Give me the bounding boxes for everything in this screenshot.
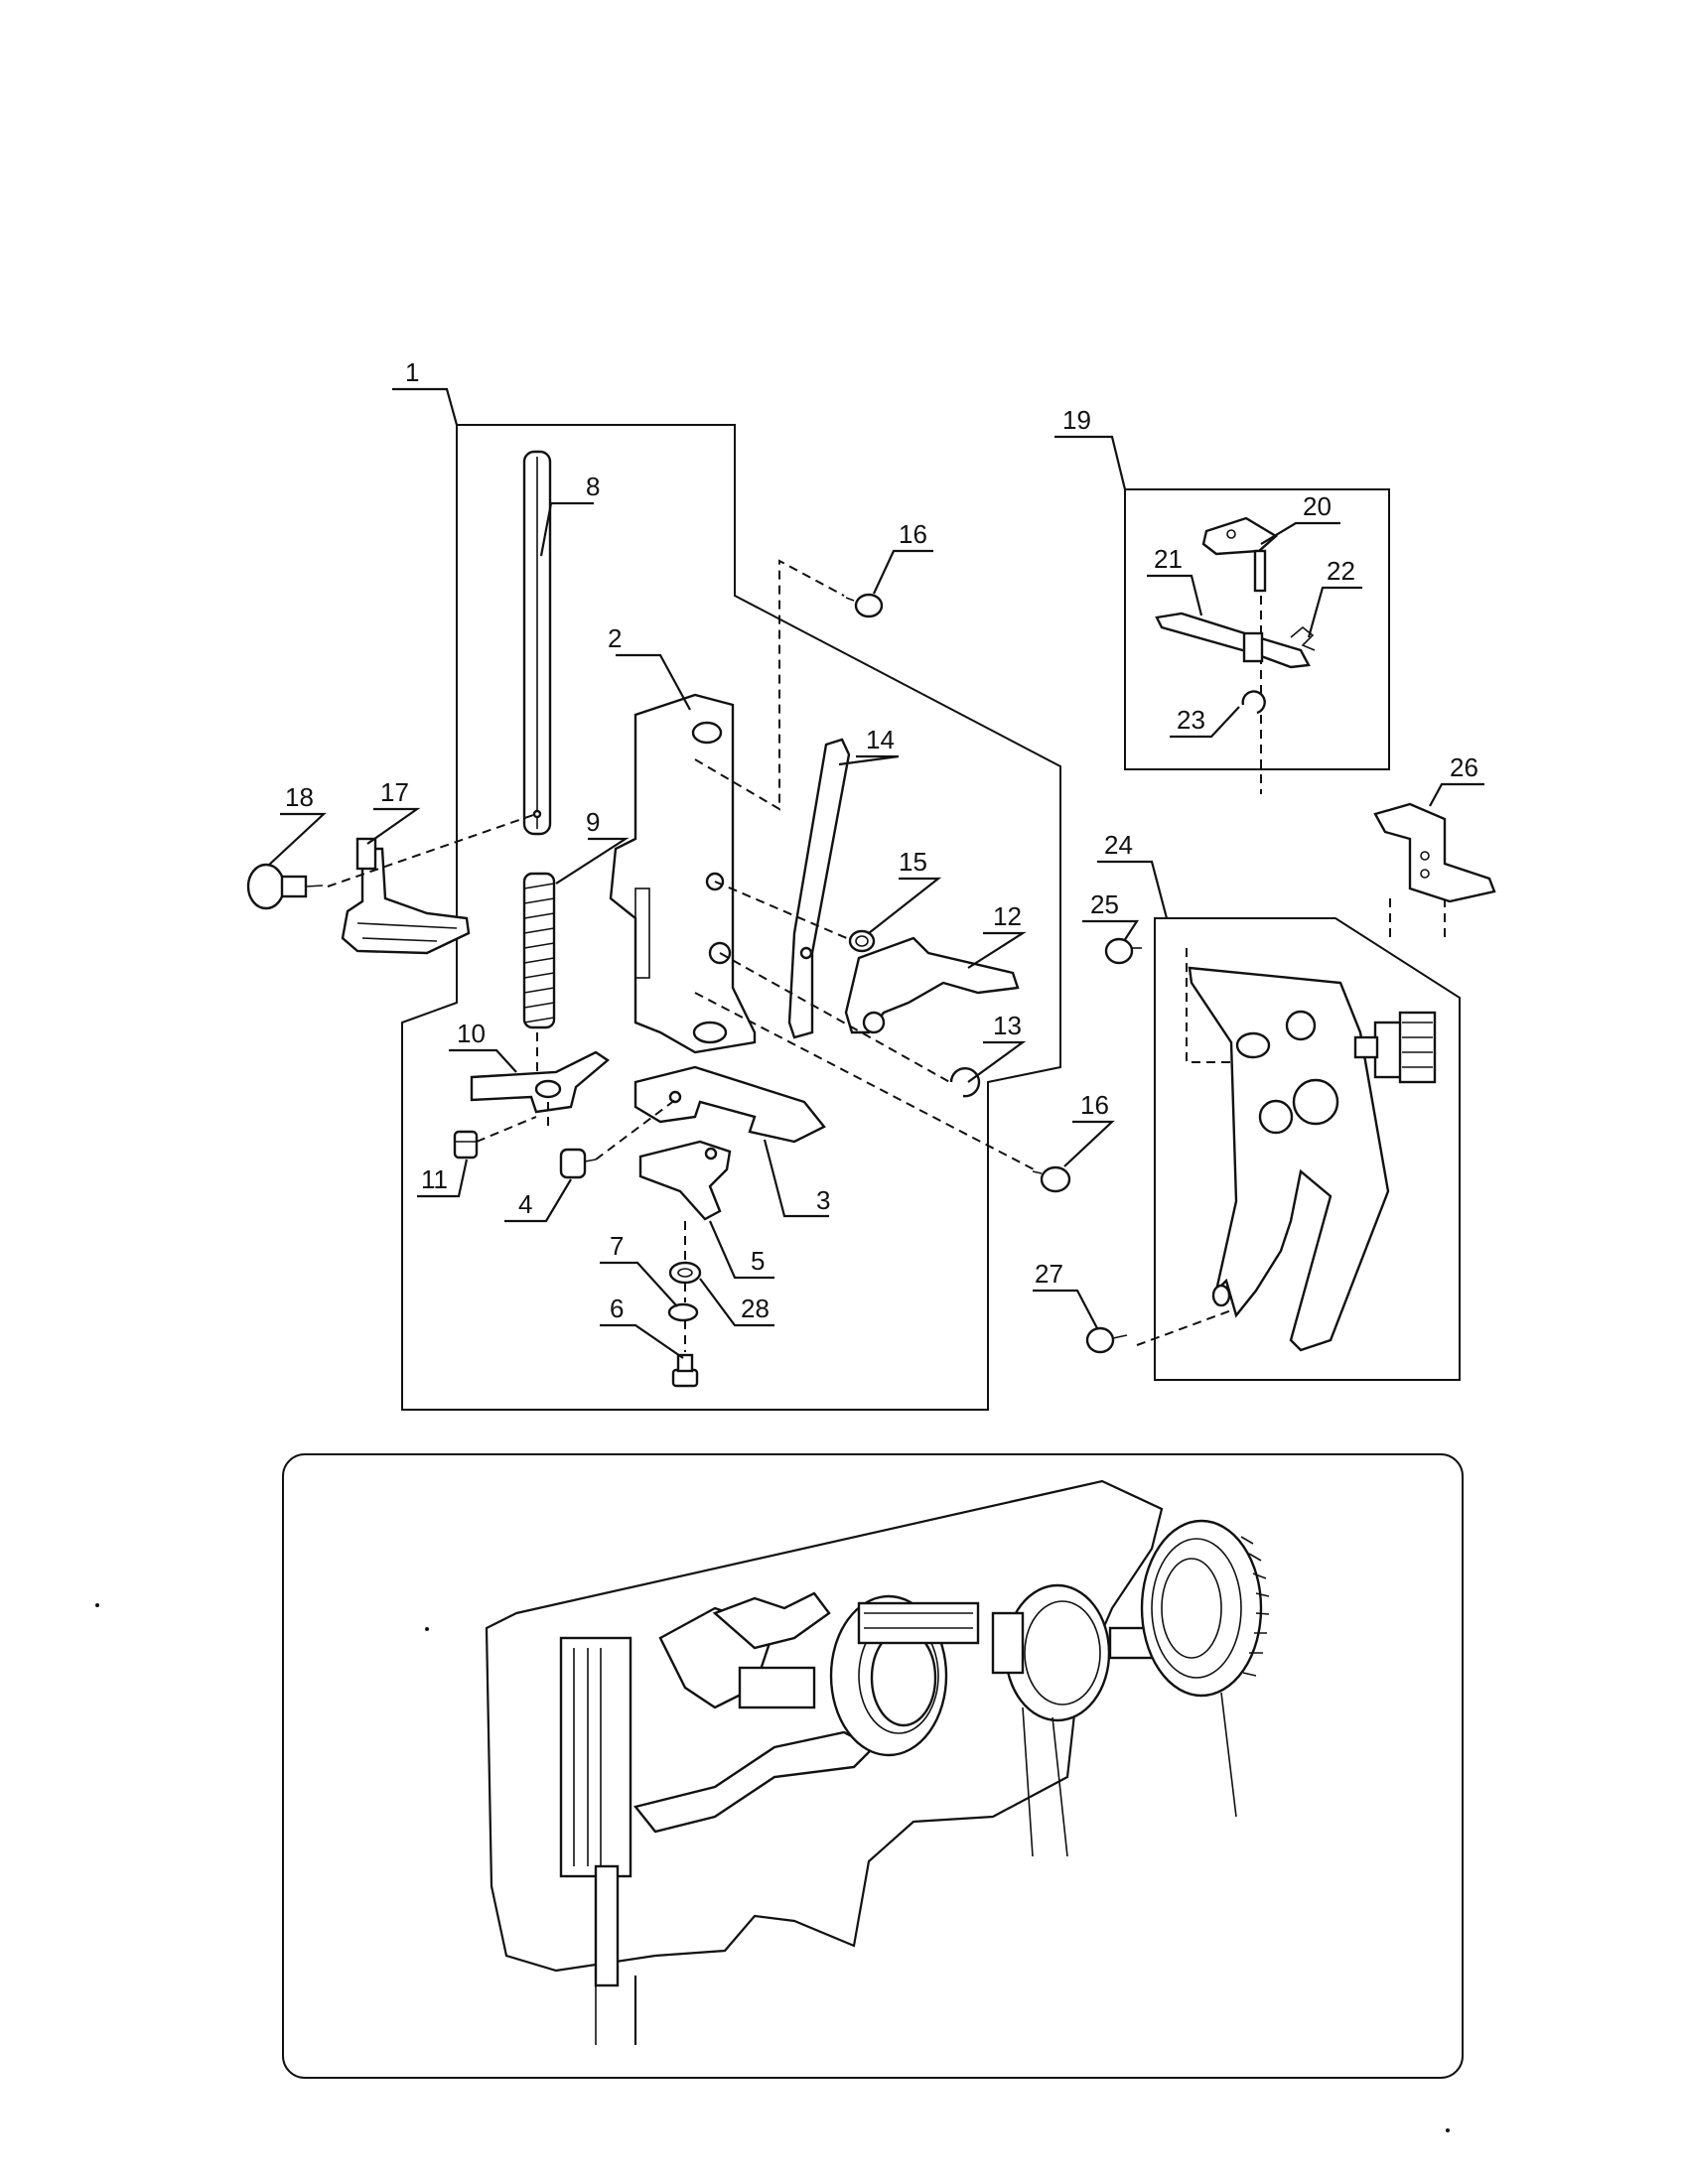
plate-20 [1201,516,1279,593]
callout-5: 5 [751,1246,765,1276]
callout-12: 12 [993,901,1022,931]
callout-9: 9 [586,807,600,837]
callout-8: 8 [586,472,600,501]
callout-2: 2 [608,623,622,653]
scan-dot [425,1627,429,1631]
callout-22: 22 [1327,556,1355,586]
lever-12 [844,936,1020,1034]
machine-head-outline [485,1479,1164,1973]
presser-bar-guide-bracket [470,1050,610,1114]
screw-25 [1104,937,1142,965]
screw-16-top [845,593,884,618]
callout-leaders [267,387,1484,1359]
lever-21 [1155,612,1311,669]
scan-dot [95,1603,99,1607]
bracket-26 [1373,802,1496,903]
presser-spring [522,872,556,1029]
callout-3: 3 [816,1185,830,1215]
callout-15: 15 [899,847,927,877]
assembly-1-outline [401,424,1061,1411]
washer-28 [668,1261,702,1285]
thumb-screw [246,863,324,910]
e-ring-13 [949,1066,981,1098]
callout-20: 20 [1303,491,1332,521]
callout-27: 27 [1035,1259,1063,1289]
callout-14: 14 [866,725,895,754]
callout-labels: 1 2 3 4 5 6 7 8 9 10 11 12 13 14 15 16 1… [285,357,1478,1323]
callout-13: 13 [993,1011,1022,1040]
callout-23: 23 [1177,705,1205,735]
side-plate-24 [1188,966,1390,1352]
callout-21: 21 [1154,544,1183,574]
scan-dot [1446,2128,1450,2132]
callout-28: 28 [741,1294,770,1323]
needle-bar-assembly [559,1636,632,1878]
spring-22 [1290,625,1316,651]
callout-4: 4 [518,1189,532,1219]
callout-19: 19 [1062,405,1091,435]
callout-16-top: 16 [899,519,927,549]
e-ring-23 [1241,690,1266,715]
callout-24: 24 [1104,830,1133,860]
plate-5 [638,1140,732,1221]
screw-4 [559,1148,597,1179]
presser-foot [341,837,471,955]
callout-16-bottom: 16 [1080,1090,1109,1120]
callout-10: 10 [457,1019,486,1048]
location-inset [282,1453,1464,2079]
callout-25: 25 [1090,889,1119,919]
screw-6 [671,1353,699,1388]
callout-11: 11 [421,1164,448,1194]
callout-18: 18 [285,782,314,812]
callout-1: 1 [405,357,419,387]
callout-6: 6 [610,1294,624,1323]
assembly-19-box [1124,488,1390,770]
presser-bar [522,450,552,836]
callout-26: 26 [1450,752,1478,782]
presser-bar-bracket [609,693,757,1054]
callout-7: 7 [610,1231,624,1261]
lever-14 [787,738,851,1039]
screw-11 [453,1130,479,1160]
screw-27 [1085,1326,1128,1354]
screw-16-bottom [1032,1165,1071,1193]
callout-17: 17 [380,777,409,807]
spring-15 [848,929,876,953]
assembly-24-outline [1154,917,1461,1381]
plate-3 [633,1065,826,1144]
hand-wheel [1140,1519,1270,1698]
adjuster-knob [1353,1011,1437,1084]
assembly-dash-lines [327,536,1446,1352]
washer-7 [667,1302,699,1322]
